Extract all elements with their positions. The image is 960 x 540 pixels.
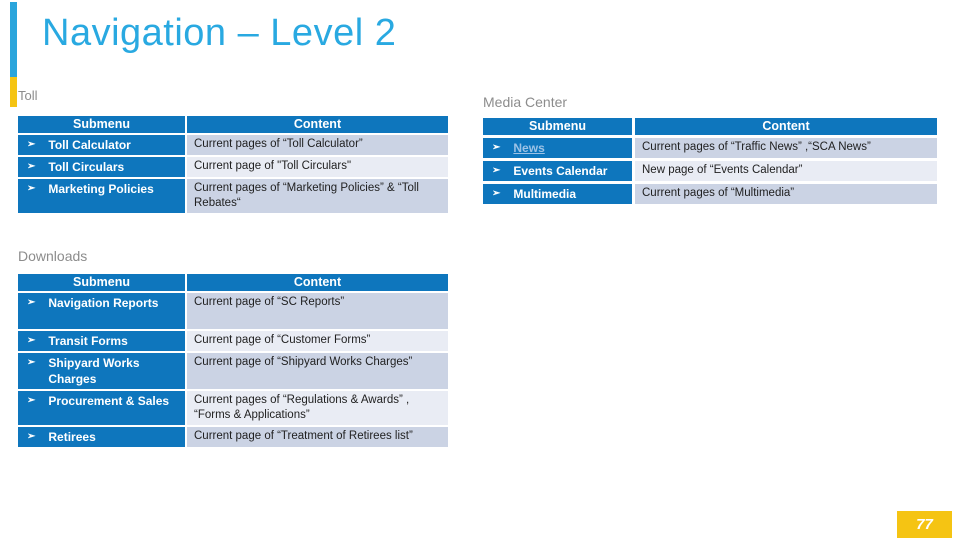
toll-content-cell: Current pages of “Toll Calculator” [187, 135, 448, 155]
section-heading-downloads: Downloads [18, 248, 88, 264]
submenu-label: Retirees [48, 430, 96, 444]
downloads-table: Submenu Content ➢ Navigation Reports Cur… [18, 274, 448, 447]
media-submenu-cell: ➢ Multimedia [483, 184, 632, 204]
arrow-bullet-icon: ➢ [27, 357, 36, 368]
submenu-label: Navigation Reports [48, 296, 159, 310]
media-submenu-cell: ➢ Events Calendar [483, 161, 632, 181]
arrow-bullet-icon: ➢ [27, 395, 36, 406]
downloads-header-submenu: Submenu [18, 274, 185, 291]
section-media-center: Media Center Submenu Content ➢ News Curr… [483, 94, 937, 204]
arrow-bullet-icon: ➢ [27, 161, 36, 172]
section-downloads: Downloads Submenu Content ➢ Navigation R… [18, 248, 448, 447]
downloads-submenu-cell: ➢ Shipyard Works Charges [18, 353, 185, 389]
toll-submenu-cell: ➢ Toll Calculator [18, 135, 185, 155]
submenu-label: Procurement & Sales [48, 394, 170, 408]
section-heading-media-center: Media Center [483, 94, 568, 110]
downloads-submenu-cell: ➢ Navigation Reports [18, 293, 185, 329]
toll-content-cell: Current pages of “Marketing Policies” & … [187, 179, 448, 213]
downloads-content-cell: Current pages of “Regulations & Awards” … [187, 391, 448, 425]
downloads-submenu-cell: ➢ Procurement & Sales [18, 391, 185, 425]
media-content-cell: Current pages of “Multimedia” [635, 184, 937, 204]
downloads-submenu-cell: ➢ Transit Forms [18, 331, 185, 351]
downloads-content-cell: Current page of “Shipyard Works Charges” [187, 353, 448, 389]
media-content-cell: Current pages of “Traffic News” ,“SCA Ne… [635, 138, 937, 158]
arrow-bullet-icon: ➢ [27, 297, 36, 308]
toll-header-submenu: Submenu [18, 116, 185, 133]
toll-table: Submenu Content ➢ Toll Calculator Curren… [18, 116, 448, 213]
downloads-content-cell: Current page of “Customer Forms” [187, 331, 448, 351]
submenu-label: Toll Calculator [48, 138, 131, 152]
page-number-badge: 77 [897, 511, 952, 538]
toll-submenu-cell: ➢ Toll Circulars [18, 157, 185, 177]
downloads-header-content: Content [187, 274, 448, 291]
media-submenu-cell: ➢ News [483, 138, 632, 158]
submenu-label: Toll Circulars [48, 160, 125, 174]
media-content-cell: New page of “Events Calendar” [635, 161, 937, 181]
arrow-bullet-icon: ➢ [27, 335, 36, 346]
section-heading-toll: Toll [18, 88, 38, 103]
accent-bar-yellow [10, 77, 17, 107]
slide-title: Navigation – Level 2 [42, 12, 397, 54]
accent-bar-blue [10, 2, 17, 77]
toll-header-content: Content [187, 116, 448, 133]
submenu-label: Multimedia [513, 187, 577, 201]
news-link[interactable]: News [513, 141, 545, 155]
submenu-label: Events Calendar [513, 164, 608, 178]
arrow-bullet-icon: ➢ [492, 165, 501, 176]
section-toll: Toll Submenu Content ➢ Toll Calculator C… [18, 88, 448, 213]
arrow-bullet-icon: ➢ [27, 431, 36, 442]
downloads-content-cell: Current page of “Treatment of Retirees l… [187, 427, 448, 447]
submenu-label: Transit Forms [48, 334, 128, 348]
downloads-submenu-cell: ➢ Retirees [18, 427, 185, 447]
toll-content-cell: Current page of "Toll Circulars" [187, 157, 448, 177]
arrow-bullet-icon: ➢ [27, 139, 36, 150]
downloads-content-cell: Current page of “SC Reports” [187, 293, 448, 329]
media-header-content: Content [635, 118, 937, 135]
media-center-table: Submenu Content ➢ News Current pages of … [483, 118, 937, 204]
arrow-bullet-icon: ➢ [492, 188, 501, 199]
submenu-label: Shipyard Works Charges [48, 356, 140, 386]
submenu-label: Marketing Policies [48, 182, 154, 196]
arrow-bullet-icon: ➢ [27, 183, 36, 194]
arrow-bullet-icon: ➢ [492, 142, 501, 153]
media-header-submenu: Submenu [483, 118, 632, 135]
toll-submenu-cell: ➢ Marketing Policies [18, 179, 185, 213]
